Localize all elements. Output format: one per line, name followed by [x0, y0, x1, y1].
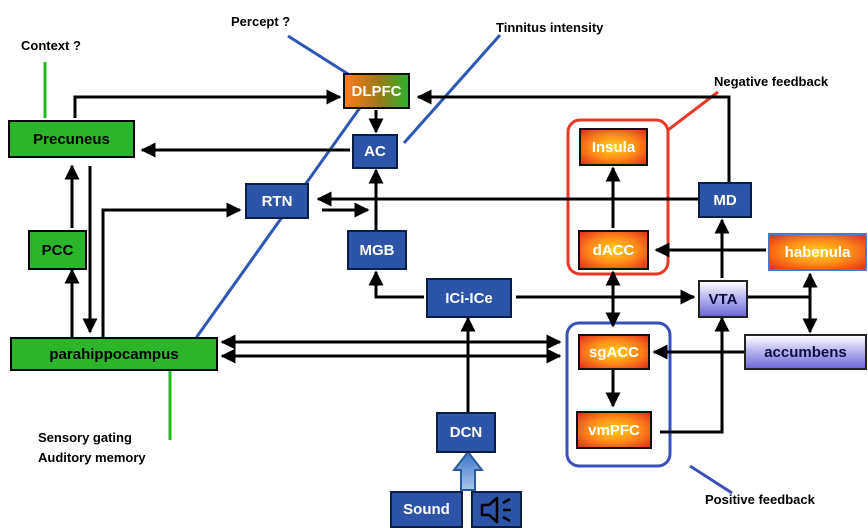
- node-sound[interactable]: Sound: [390, 491, 463, 528]
- parahippocampus-to-rtn-arrow: [101, 202, 242, 337]
- node-precuneus[interactable]: Precuneus: [8, 120, 135, 158]
- speaker-icon-glyph: [480, 496, 511, 523]
- node-parahippocampus[interactable]: parahippocampus: [10, 337, 218, 371]
- tinnitus-pointer-line: [402, 34, 502, 144]
- vmpfc-to-vta-arrow: [660, 316, 730, 434]
- node-rtn[interactable]: RTN: [245, 183, 309, 219]
- parahippocampus-dlpfc-line: [194, 101, 366, 339]
- node-habenula[interactable]: habenula: [768, 233, 867, 271]
- node-ici-ice[interactable]: ICi-ICe: [426, 278, 512, 318]
- label-context: Context ?: [21, 38, 81, 53]
- percept-pointer-line: [287, 34, 349, 76]
- speaker-icon: [471, 491, 522, 528]
- sound-to-dcn-arrow: [451, 450, 485, 491]
- md-to-dlpfc-arrow: [416, 89, 731, 182]
- label-percept: Percept ?: [231, 14, 291, 29]
- node-vta[interactable]: VTA: [698, 280, 748, 318]
- label-auditory-memory: Auditory memory: [38, 450, 146, 465]
- node-dcn[interactable]: DCN: [436, 412, 496, 453]
- node-mgb[interactable]: MGB: [347, 230, 407, 270]
- ici-to-mgb-arrow: [368, 270, 424, 299]
- label-sensory-gating: Sensory gating: [38, 430, 132, 445]
- node-dacc[interactable]: dACC: [578, 230, 649, 270]
- node-sgacc[interactable]: sgACC: [578, 334, 650, 370]
- label-positive-feedback: Positive feedback: [705, 492, 815, 507]
- node-dlpfc[interactable]: DLPFC: [343, 73, 410, 109]
- label-negative-feedback: Negative feedback: [714, 74, 829, 89]
- precuneus-to-dlpfc-arrow: [73, 89, 342, 118]
- node-vmpfc[interactable]: vmPFC: [576, 411, 652, 449]
- node-insula[interactable]: Insula: [579, 128, 648, 166]
- node-ac[interactable]: AC: [352, 134, 398, 169]
- node-md[interactable]: MD: [698, 182, 752, 218]
- node-accumbens[interactable]: accumbens: [744, 334, 867, 370]
- positive-feedback-pointer-line: [689, 464, 733, 495]
- node-pcc[interactable]: PCC: [28, 230, 87, 270]
- label-tinnitus-intensity: Tinnitus intensity: [496, 20, 604, 35]
